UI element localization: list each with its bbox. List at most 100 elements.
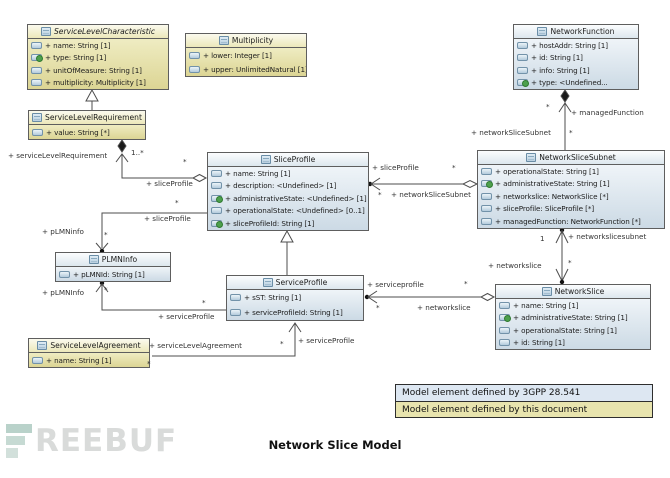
- attribute-row: + pLMNId: String [1]: [56, 267, 170, 281]
- attribute-row: + serviceProfileId: String [1]: [227, 305, 363, 320]
- class-header: ServiceProfile: [227, 276, 363, 290]
- attribute-compartment: + name: String [1]: [29, 353, 149, 367]
- composition-diamond: [117, 139, 127, 153]
- attribute-row: + networkslice: NetworkSlice [*]: [478, 190, 664, 203]
- attribute-text: + administrativeState: String [1]: [513, 313, 628, 323]
- edge-label: *: [546, 102, 550, 111]
- class-header: NetworkSliceSubnet: [478, 151, 664, 165]
- class-header: SliceProfile: [208, 153, 368, 167]
- class-title: NetworkSliceSubnet: [539, 153, 616, 162]
- class-icon: [541, 287, 552, 296]
- attribute-row: + lower: Integer [1]: [186, 48, 306, 62]
- attribute-text: + sliceProfileId: String [1]: [225, 218, 315, 228]
- class-PLMNInfo[interactable]: PLMNInfo + pLMNId: String [1]: [55, 252, 171, 282]
- class-header: ServiceLevelRequirement: [29, 111, 145, 125]
- attribute-text: + unitOfMeasure: String [1]: [45, 65, 142, 75]
- attribute-row: + operationalState: <Undefined> [0..1]: [208, 205, 368, 218]
- edge-sliceprofile-plmninfo: [101, 212, 207, 248]
- class-icon: [537, 27, 548, 36]
- class-icon: [262, 278, 273, 287]
- edge-label: + networkslice: [488, 261, 542, 270]
- edge-label: *: [104, 230, 108, 239]
- edge-label: + networkslicesubnet: [568, 232, 647, 241]
- class-icon: [40, 27, 51, 36]
- property-icon: [499, 339, 510, 347]
- attribute-compartment: + lower: Integer [1] + upper: UnlimitedN…: [186, 48, 306, 76]
- class-ServiceLevelAgreement[interactable]: ServiceLevelAgreement + name: String [1]: [28, 338, 150, 368]
- attribute-text: + sliceProfile: SliceProfile [*]: [495, 204, 595, 214]
- class-icon: [32, 113, 43, 122]
- property-icon: [230, 309, 241, 316]
- attribute-text: + type: <Undefined...: [531, 78, 608, 88]
- attribute-text: + description: <Undefined> [1]: [225, 181, 337, 191]
- aggregation-diamond: [479, 292, 496, 302]
- class-SliceProfile[interactable]: SliceProfile + name: String [1] + descri…: [207, 152, 369, 231]
- legend-item-3gpp: Model element defined by 3GPP 28.541: [396, 385, 652, 401]
- attribute-row: + operationalState: String [1]: [478, 165, 664, 178]
- attribute-row: + sliceProfile: SliceProfile [*]: [478, 203, 664, 216]
- class-icon: [218, 36, 229, 45]
- edge-dot: [364, 294, 370, 300]
- attribute-text: + id: String [1]: [531, 53, 583, 63]
- property-icon: [517, 54, 528, 62]
- class-header: NetworkSlice: [496, 285, 650, 299]
- class-ServiceLevelRequirement[interactable]: ServiceLevelRequirement + value: String …: [28, 110, 146, 140]
- property-icon: [189, 51, 200, 59]
- attribute-text: + administrativeState: <Undefined> [1]: [225, 193, 367, 203]
- attribute-row: + sST: String [1]: [227, 290, 363, 305]
- class-ServiceProfile[interactable]: ServiceProfile + sST: String [1] + servi…: [226, 275, 364, 321]
- edge-label: *: [378, 190, 382, 199]
- aggregation-diamond: [191, 173, 208, 183]
- class-header: NetworkFunction: [514, 25, 638, 39]
- class-icon: [526, 153, 537, 162]
- property-icon: [31, 79, 42, 87]
- property-icon: [189, 65, 200, 73]
- class-NetworkFunction[interactable]: NetworkFunction + hostAddr: String [1] +…: [513, 24, 639, 90]
- class-ServiceLevelCharacteristic[interactable]: ServiceLevelCharacteristic + name: Strin…: [27, 24, 169, 90]
- property-icon: [31, 66, 42, 74]
- edge-label: + managedFunction: [571, 108, 644, 117]
- attribute-text: + sST: String [1]: [244, 293, 302, 302]
- class-NetworkSliceSubnet[interactable]: NetworkSliceSubnet + operationalState: S…: [477, 150, 665, 229]
- watermark: REEBUF: [6, 424, 177, 458]
- edge-label: + serviceLevelAgreement: [149, 341, 242, 350]
- class-title: Multiplicity: [231, 36, 274, 45]
- property-icon: [211, 207, 222, 215]
- property-icon: [517, 66, 528, 74]
- aggregation-diamond: [461, 179, 479, 189]
- attribute-text: + name: String [1]: [513, 300, 579, 310]
- attribute-compartment: + pLMNId: String [1]: [56, 267, 170, 281]
- class-icon: [260, 155, 271, 164]
- attribute-text: + operationalState: String [1]: [495, 166, 599, 176]
- class-header: Multiplicity: [186, 34, 306, 48]
- attribute-row: + type: <Undefined...: [514, 77, 638, 90]
- property-icon: [31, 41, 42, 49]
- open-arrowhead: [555, 229, 569, 244]
- attribute-row: + managedFunction: NetworkFunction [*]: [478, 215, 664, 228]
- class-icon: [37, 341, 48, 350]
- property-icon: [481, 217, 492, 225]
- property-icon: [211, 182, 222, 190]
- attribute-row: + sliceProfileId: String [1]: [208, 217, 368, 230]
- attribute-row: + type: String [1]: [28, 52, 168, 65]
- property-icon: [481, 192, 492, 200]
- edge-label: *: [452, 163, 456, 172]
- class-title: ServiceLevelRequirement: [45, 113, 142, 122]
- attribute-compartment: + name: String [1] + administrativeState…: [496, 299, 650, 349]
- edge-label: *: [464, 279, 468, 288]
- class-header: ServiceLevelCharacteristic: [28, 25, 168, 39]
- edge-label: 1..*: [131, 148, 144, 157]
- property-icon: [230, 294, 241, 301]
- class-NetworkSlice[interactable]: NetworkSlice + name: String [1] + admini…: [495, 284, 651, 350]
- edge-label: + sliceProfile: [144, 214, 191, 223]
- attribute-text: + upper: UnlimitedNatural [1]: [203, 64, 306, 74]
- edge-label: + pLMNInfo: [42, 288, 85, 297]
- class-Multiplicity[interactable]: Multiplicity + lower: Integer [1] + uppe…: [185, 33, 307, 77]
- class-title: PLMNInfo: [101, 255, 138, 264]
- attribute-text: + info: String [1]: [531, 65, 590, 75]
- attribute-text: + type: String [1]: [45, 53, 107, 63]
- edge-label: + networkSliceSubnet: [471, 128, 551, 137]
- attribute-row: + name: String [1]: [28, 39, 168, 52]
- freebuf-bars-icon: [6, 424, 32, 458]
